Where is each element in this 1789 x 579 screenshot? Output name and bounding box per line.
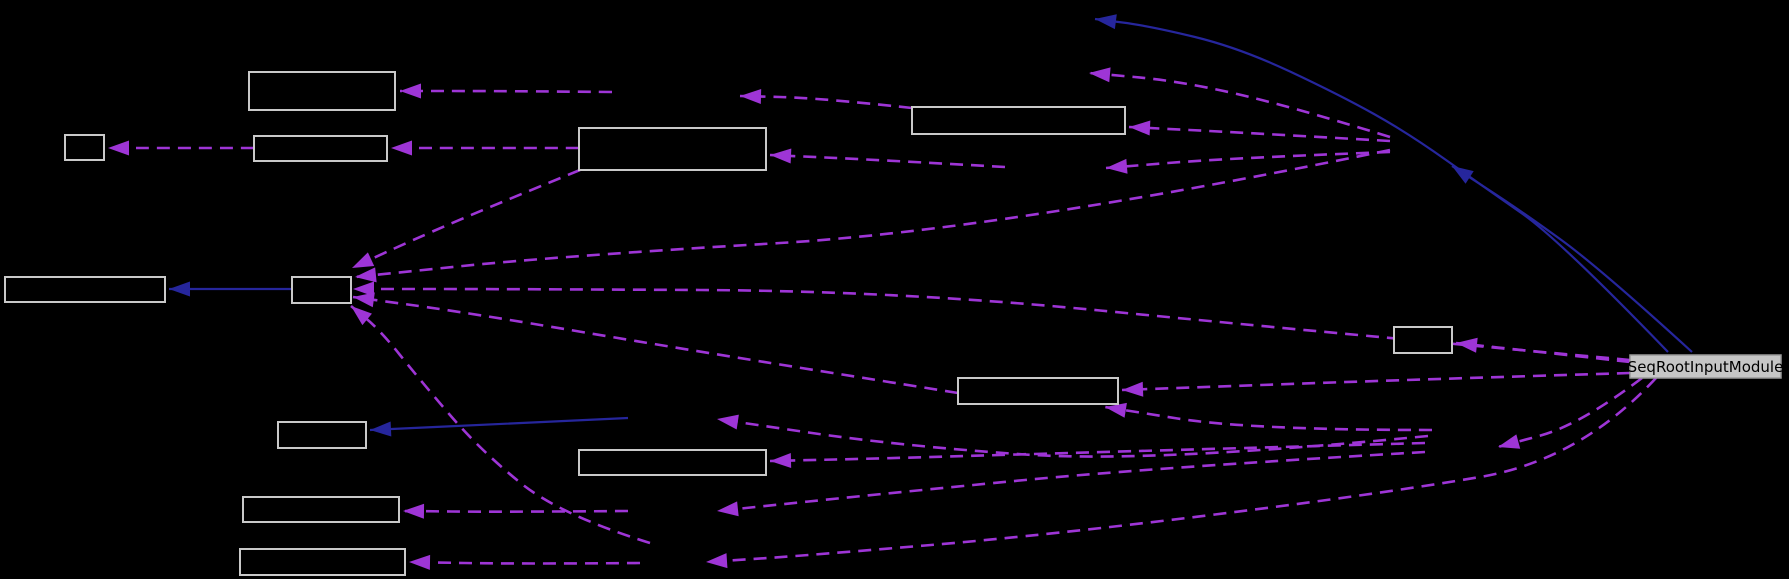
nodes-layer xyxy=(4,71,1453,576)
edge-to-center-tall xyxy=(769,153,1006,169)
edge-seq-to-midright xyxy=(1121,371,1631,392)
node-top-left-wide[interactable] xyxy=(248,71,396,111)
edge-to-top-left-wide xyxy=(400,89,613,94)
edge-j8-to-hubsmall xyxy=(350,304,651,545)
label-layer: SeqRootInputModule xyxy=(1628,354,1784,379)
edge-j4-to-junction1 xyxy=(716,417,1429,458)
edge-j3-to-bottomleft1 xyxy=(402,509,629,513)
node-small-far-left[interactable] xyxy=(64,134,105,161)
edge-seq-to-junction4-arrowhead xyxy=(1498,434,1521,449)
edge-seq-to-topfar-blue-arrowhead xyxy=(1095,14,1117,30)
edge-topwide-to-junction xyxy=(739,94,913,110)
edge-j1-to-lowerleft-arrowhead xyxy=(370,421,392,437)
edge-hubsmall-to-farleft-arrowhead xyxy=(169,281,190,297)
edge-seq-to-rightsmall xyxy=(1455,341,1631,364)
edge-to-top-left-wide-arrowhead xyxy=(400,83,421,99)
edge-j3-to-bottomleft1-arrowhead xyxy=(403,503,425,519)
edge-j4-to-junction3 xyxy=(716,450,1426,513)
edge-hub-to-topfar xyxy=(1088,71,1391,139)
edge-seq-to-hub-blue-arrowhead xyxy=(1452,166,1474,184)
edge-seq-to-hubsmall xyxy=(353,287,1631,362)
edge-to-small-far-left-arrowhead xyxy=(108,140,129,156)
edge-to-left-mid-arrowhead xyxy=(391,140,412,156)
node-right-small[interactable] xyxy=(1393,326,1453,354)
edge-topwide-to-junction-arrowhead xyxy=(740,89,762,105)
edge-midright-to-hubsmall xyxy=(352,295,959,395)
node-lower-center[interactable] xyxy=(578,449,767,476)
edge-centertall-to-hub-arrowhead xyxy=(352,252,375,268)
edge-seq-to-hubsmall-arrowhead xyxy=(353,281,374,297)
edge-j4-to-junction3-arrowhead xyxy=(717,501,739,517)
edge-seq-to-midright-arrowhead xyxy=(1122,381,1144,397)
edge-j1-to-lowerleft xyxy=(369,416,629,432)
edges-layer xyxy=(108,14,1693,570)
seqrootinputmodule-node xyxy=(1629,354,1782,379)
edge-hub-to-topwide-arrowhead xyxy=(1129,120,1151,136)
edge-j4-to-lowercenter-arrowhead xyxy=(770,453,792,469)
node-center-tall[interactable] xyxy=(578,127,767,171)
edge-seq-to-topfar-blue xyxy=(1094,17,1669,353)
edge-j8-to-hubsmall-arrowhead xyxy=(351,306,372,326)
node-top-wide[interactable] xyxy=(911,106,1126,135)
edge-seq-to-junction8 xyxy=(705,377,1657,564)
edge-j4-to-junction1-arrowhead xyxy=(717,414,739,430)
edge-midright-to-hubsmall-arrowhead xyxy=(353,292,375,308)
edge-seq-to-junction4 xyxy=(1497,376,1643,449)
edge-j8-to-bottomleft2-arrowhead xyxy=(409,554,431,570)
edge-centertall-to-hub xyxy=(351,168,581,270)
node-lower-left-small[interactable] xyxy=(277,421,367,449)
edge-seq-to-junction8-arrowhead xyxy=(706,553,728,569)
node-left-mid[interactable] xyxy=(253,135,388,162)
node-hub-small[interactable] xyxy=(291,276,352,304)
edge-to-center-tall-arrowhead xyxy=(770,148,792,164)
edge-hub-to-junction7-arrowhead xyxy=(1106,158,1128,174)
edge-seq-to-rightsmall-arrowhead xyxy=(1456,337,1478,353)
edge-j4-to-midright-arrowhead xyxy=(1105,402,1127,418)
edge-hub-to-junction7 xyxy=(1105,150,1391,170)
edge-j4-to-midright xyxy=(1104,405,1433,432)
seqrootinputmodule-label: SeqRootInputModule xyxy=(1628,358,1784,376)
node-bottom-left-1[interactable] xyxy=(242,496,400,523)
edge-hub-to-hubsmall-arrowhead xyxy=(355,267,377,283)
edge-j4-to-lowercenter xyxy=(769,441,1426,463)
edge-hub-to-topfar-arrowhead xyxy=(1089,67,1111,83)
node-far-left-wide[interactable] xyxy=(4,276,166,303)
node-mid-right[interactable] xyxy=(957,377,1119,405)
edge-j8-to-bottomleft2 xyxy=(408,560,641,565)
node-bottom-left-2[interactable] xyxy=(239,548,406,576)
edge-hub-to-topwide xyxy=(1128,125,1391,143)
